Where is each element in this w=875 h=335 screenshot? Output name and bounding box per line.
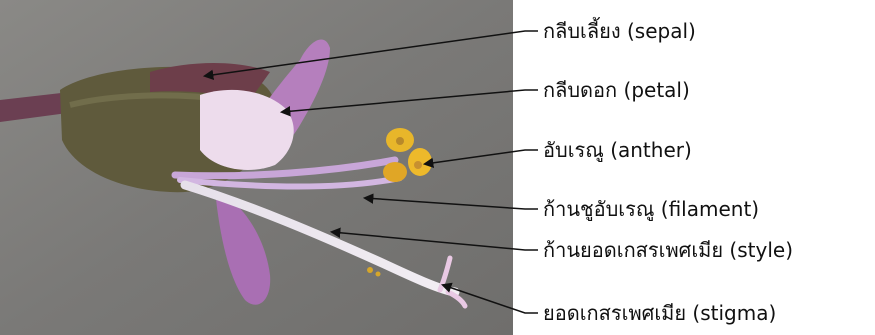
label-petal: กลีบดอก (petal) bbox=[543, 80, 690, 100]
label-anther: อับเรณู (anther) bbox=[543, 140, 692, 160]
pollen-dot bbox=[367, 267, 373, 273]
label-style: ก้านยอดเกสรเพศเมีย (style) bbox=[543, 240, 793, 260]
label-sepal: กลีบเลี้ยง (sepal) bbox=[543, 21, 696, 41]
anther-center-2 bbox=[414, 161, 422, 169]
label-filament: ก้านชูอับเรณู (filament) bbox=[543, 199, 759, 219]
anther-2 bbox=[383, 162, 407, 182]
label-stigma: ยอดเกสรเพศเมีย (stigma) bbox=[543, 303, 776, 323]
anther-center-1 bbox=[396, 137, 404, 145]
pollen-dot bbox=[376, 272, 381, 277]
